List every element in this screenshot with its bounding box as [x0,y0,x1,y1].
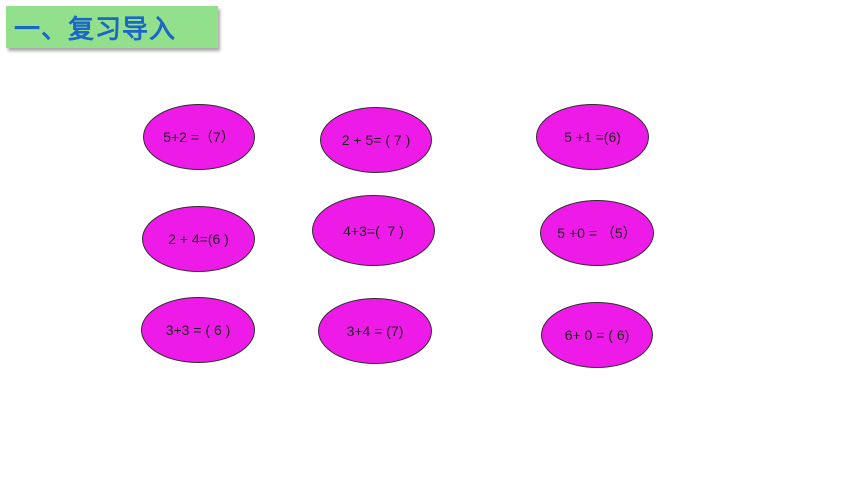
equation-oval: 2 + 5= ( 7 ) [320,107,432,173]
equation-oval: 5 +0 = （5） [540,200,654,266]
equation-oval: 3+3 = ( 6 ) [141,297,255,363]
equation-text: 3+4 = (7) [346,323,404,339]
equation-text: 4+3=( 7 ) [343,222,404,239]
section-title: 一、复习导入 [14,14,177,45]
equation-oval: 3+4 = (7) [318,298,432,364]
equation-text: 2 + 5= ( 7 ) [341,132,411,148]
equation-text: 3+3 = ( 6 ) [165,322,231,338]
equation-text: 5+2 =（7） [163,129,235,145]
equation-oval: 2 + 4=(6 ) [142,206,255,272]
equation-oval: 5+2 =（7） [143,104,255,170]
equation-text: 5 +1 =(6) [564,129,621,145]
equation-text: 5 +0 = （5） [557,225,637,241]
equation-text: 2 + 4=(6 ) [168,231,229,247]
equation-oval: 6+ 0 = ( 6) [541,302,653,368]
equation-oval: 4+3=( 7 ) [312,195,435,266]
equation-text: 6+ 0 = ( 6) [564,327,630,343]
equation-oval: 5 +1 =(6) [536,104,649,170]
section-title-banner: 一、复习导入 [6,6,218,48]
